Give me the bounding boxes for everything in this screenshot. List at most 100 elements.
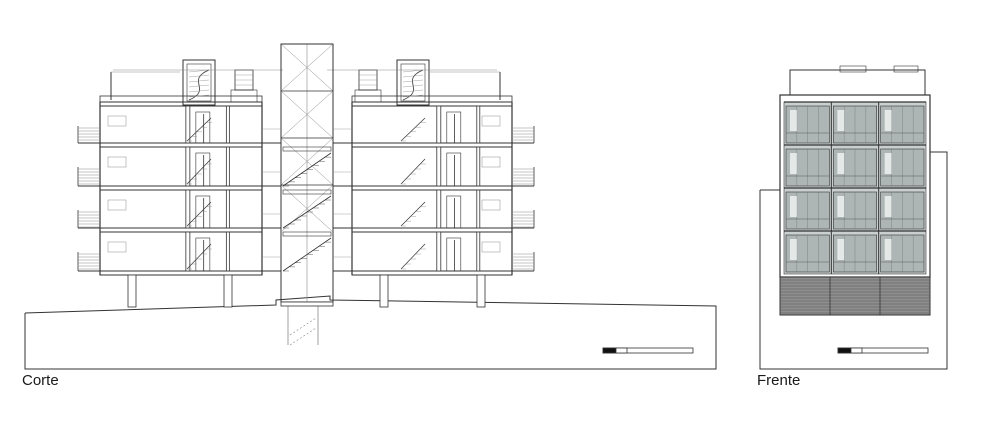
slab bbox=[99, 227, 263, 233]
partition bbox=[185, 231, 191, 272]
terrain-outline bbox=[24, 295, 717, 370]
door bbox=[195, 152, 211, 187]
truss-diagonal bbox=[280, 90, 334, 139]
internal-stair bbox=[400, 158, 426, 185]
truss-diagonal bbox=[280, 137, 334, 186]
door bbox=[446, 237, 462, 272]
section-caption: Corte bbox=[22, 372, 59, 389]
window-detail bbox=[107, 199, 127, 211]
window-detail bbox=[481, 115, 501, 127]
door bbox=[446, 111, 462, 144]
glass-reflection bbox=[837, 153, 845, 174]
glass-reflection bbox=[790, 196, 797, 217]
front-roof-structure bbox=[789, 69, 926, 96]
window-detail bbox=[481, 156, 501, 168]
stair-tread bbox=[188, 84, 210, 88]
stair-tower-inner bbox=[186, 63, 212, 102]
partition bbox=[225, 189, 230, 229]
scale-bar-white-segment bbox=[615, 347, 628, 354]
pilotis-column bbox=[476, 274, 486, 308]
stair-tower bbox=[396, 59, 430, 106]
front-view bbox=[759, 65, 948, 370]
tank-base bbox=[354, 89, 382, 103]
stair-tower-inner bbox=[400, 63, 426, 102]
slab bbox=[99, 101, 263, 107]
glass-reflection bbox=[884, 110, 892, 131]
glass-reflection bbox=[790, 239, 797, 260]
internal-stair bbox=[186, 117, 212, 142]
core-below-grade bbox=[287, 305, 319, 345]
stair-tread bbox=[402, 94, 424, 98]
stair-tread bbox=[188, 79, 210, 83]
window-detail bbox=[107, 115, 127, 127]
window-detail bbox=[107, 156, 127, 168]
stair-tread bbox=[402, 84, 424, 88]
partition bbox=[225, 105, 230, 144]
slab bbox=[99, 142, 263, 148]
tank-base bbox=[230, 89, 258, 103]
slab bbox=[351, 101, 513, 107]
stair-tread bbox=[402, 69, 424, 73]
front-scale-bar bbox=[837, 347, 929, 354]
central-core bbox=[280, 43, 334, 307]
stair-tread bbox=[402, 79, 424, 83]
stair-tread bbox=[188, 74, 210, 78]
front-caption: Frente bbox=[757, 372, 801, 389]
roof-edge-posts bbox=[110, 71, 501, 100]
door bbox=[446, 152, 462, 187]
door bbox=[446, 195, 462, 229]
stair-tower bbox=[182, 59, 216, 106]
spiral-stair bbox=[188, 69, 210, 101]
front-roof-tank bbox=[893, 65, 919, 73]
glass-reflection bbox=[884, 196, 892, 217]
front-roof-tank bbox=[839, 65, 867, 73]
core-landing bbox=[282, 146, 332, 152]
window-detail bbox=[481, 241, 501, 253]
glass-reflection bbox=[884, 239, 892, 260]
truss-diagonal bbox=[280, 43, 334, 92]
glass-reflection bbox=[790, 110, 797, 131]
internal-stair bbox=[400, 243, 426, 270]
internal-stair bbox=[186, 243, 212, 270]
partition bbox=[476, 231, 481, 272]
door bbox=[195, 195, 211, 229]
partition bbox=[436, 189, 442, 229]
core-landing bbox=[282, 231, 332, 237]
scale-bar-black-segment bbox=[602, 347, 617, 354]
stair-tread bbox=[188, 69, 210, 73]
slab bbox=[351, 185, 513, 191]
partition bbox=[476, 146, 481, 187]
partition bbox=[436, 105, 442, 144]
roof-parapet bbox=[351, 95, 513, 103]
partition bbox=[225, 231, 230, 272]
partition bbox=[185, 146, 191, 187]
door bbox=[195, 111, 211, 144]
glass-reflection bbox=[837, 196, 845, 217]
slab bbox=[351, 270, 513, 276]
slab bbox=[99, 270, 263, 276]
stair-tread bbox=[402, 89, 424, 93]
internal-stair bbox=[400, 117, 426, 142]
partition bbox=[436, 146, 442, 187]
louver-panel bbox=[779, 276, 931, 316]
window-detail bbox=[107, 241, 127, 253]
scale-bar-white-segment bbox=[850, 347, 863, 354]
walkway-bridges bbox=[262, 128, 352, 272]
pilotis-column bbox=[379, 274, 389, 308]
partition bbox=[185, 189, 191, 229]
partition bbox=[185, 105, 191, 144]
partition bbox=[225, 146, 230, 187]
glass-reflection bbox=[837, 110, 845, 131]
core-landing bbox=[282, 189, 332, 195]
internal-stair bbox=[186, 201, 212, 227]
pilotis-column bbox=[127, 274, 137, 308]
partition bbox=[476, 105, 481, 144]
section-view bbox=[24, 43, 717, 370]
slab bbox=[351, 142, 513, 148]
section-scale-bar bbox=[602, 347, 694, 354]
window-detail bbox=[481, 199, 501, 211]
ground-louver-screen bbox=[779, 276, 931, 316]
core-stair-hidden bbox=[289, 317, 317, 346]
slab bbox=[351, 227, 513, 233]
